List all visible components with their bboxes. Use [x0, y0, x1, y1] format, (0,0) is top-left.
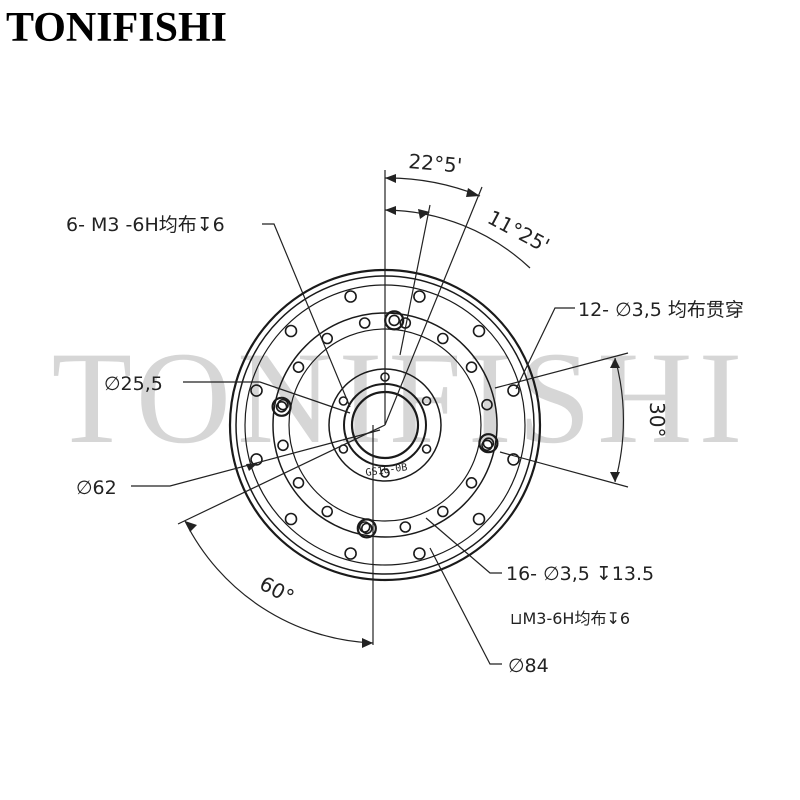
outer-bolt-hole: [413, 547, 426, 560]
leader-dia-25-5: [183, 381, 351, 414]
radial-60: [177, 424, 386, 525]
hub-hole: [421, 444, 432, 454]
cutoff-caption: ...: [62, 788, 80, 800]
label-16-holes: 16- ∅3,5 ↧13.5: [506, 563, 654, 585]
outer-bolt-hole: [472, 324, 486, 338]
arrow-11-25-right: [418, 209, 430, 219]
m3-tapped-hole-counterbore: [478, 433, 499, 454]
radial-30-upper: [494, 352, 629, 389]
m3-tapped-hole: [388, 314, 401, 327]
outer-bolt-hole: [472, 512, 486, 526]
arrow-60-left: [185, 521, 197, 532]
leader-dia-84: [429, 547, 502, 665]
outer-bolt-hole: [250, 453, 263, 466]
leader-12-holes: [515, 307, 575, 390]
middle-bolt-hole: [465, 361, 478, 374]
radial-30-lower: [499, 451, 629, 488]
m3-tapped-hole-counterbore: [356, 518, 377, 539]
leader-m3: [262, 223, 351, 408]
outer-bolt-hole: [250, 384, 263, 397]
middle-bolt-hole: [399, 521, 412, 533]
label-dia-25-5: ∅25,5: [104, 373, 163, 395]
arc-30: [614, 357, 625, 483]
label-angle-60: 60°: [256, 571, 299, 609]
middle-bolt-hole: [277, 439, 289, 452]
label-dia-62: ∅62: [76, 477, 117, 499]
m3-tapped-hole-counterbore: [271, 396, 292, 417]
middle-bolt-hole: [481, 439, 493, 452]
m3-tapped-hole: [275, 400, 288, 413]
watermark-text: TONIFISHI: [51, 324, 749, 471]
arrow-11-25-left: [385, 206, 396, 215]
label-angle-22-5: 22°5': [408, 149, 464, 178]
middle-bolt-hole: [436, 332, 449, 345]
outer-bolt-hole: [413, 290, 426, 303]
middle-bolt-hole: [358, 521, 371, 533]
middle-bolt-hole: [321, 505, 334, 518]
label-m3-counterbore: ⊔M3-6H均布↧6: [510, 609, 630, 628]
arrow-dia-62: [246, 463, 258, 471]
label-12-holes: 12- ∅3,5 均布贯穿: [578, 299, 744, 321]
label-angle-30: 30°: [645, 402, 669, 437]
outer-bolt-hole: [507, 384, 520, 397]
middle-bolt-hole: [292, 361, 305, 374]
arrow-22-5-left: [385, 174, 396, 183]
label-dia-84: ∅84: [508, 655, 549, 677]
radial-11-25: [399, 204, 431, 356]
middle-bolt-hole: [292, 476, 305, 489]
middle-bolt-hole: [465, 476, 478, 489]
arrow-30-top: [610, 358, 620, 368]
radial-22-5: [384, 186, 483, 426]
dimension-lines: [131, 170, 629, 665]
outer-bolt-hole: [284, 324, 298, 338]
hub-hole: [380, 468, 390, 478]
label-angle-11-25: 11°25': [484, 205, 554, 257]
brand-title: TONIFISHI: [6, 5, 227, 51]
outer-bolt-hole: [284, 512, 298, 526]
m3-tapped-hole: [360, 522, 373, 535]
outer-bolt-hole: [344, 290, 357, 303]
arc-22-5: [384, 177, 481, 197]
label-m3-tapped: 6- M3 -6H均布↧6: [66, 214, 225, 236]
arrow-30-bottom: [610, 472, 620, 482]
arrow-22-5-right: [466, 188, 480, 197]
leader-16-holes: [425, 517, 502, 574]
outer-bolt-hole: [507, 453, 520, 466]
middle-bolt-hole: [481, 398, 493, 411]
m3-tapped-hole: [482, 437, 495, 450]
leader-dia-62: [131, 429, 381, 487]
middle-bolt-hole: [277, 398, 289, 411]
arrowheads: [185, 174, 620, 648]
outer-bolt-hole: [344, 547, 357, 560]
hub-hole: [421, 396, 432, 406]
middle-bolt-hole: [358, 317, 371, 329]
arc-11-25: [384, 209, 531, 269]
arrow-60-bottom: [362, 638, 373, 648]
middle-bolt-hole: [321, 332, 334, 345]
arc-60: [184, 520, 374, 644]
middle-bolt-hole: [436, 505, 449, 518]
